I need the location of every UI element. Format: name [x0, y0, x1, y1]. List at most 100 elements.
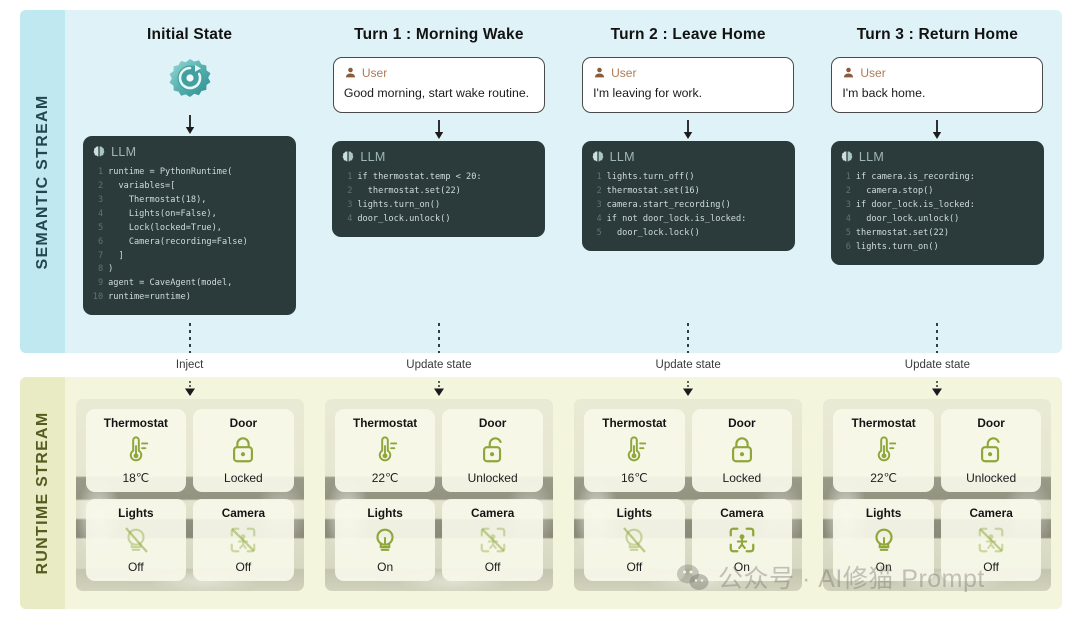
device-icon-wrap — [728, 430, 756, 471]
semantic-column-2: Turn 2 : Leave Home User I'm leaving for… — [564, 10, 813, 353]
runtime-column-3: Thermostat 22℃ Door Unlocked Lights — [813, 377, 1062, 609]
lock-closed-icon — [233, 437, 254, 463]
code-line: 5 Lock(locked=True), — [92, 222, 286, 236]
column-title: Turn 2 : Leave Home — [610, 26, 766, 43]
code-line-text: door_lock.unlock() — [357, 213, 451, 224]
device-name: Thermostat — [103, 416, 168, 430]
connector-label: Update state — [904, 359, 970, 371]
device-card-door[interactable]: Door Locked — [193, 409, 294, 492]
llm-label: LLM — [858, 150, 885, 164]
thermostat-icon — [628, 436, 647, 462]
user-header: User — [593, 65, 783, 80]
flow-arrow — [185, 114, 195, 136]
user-label: User — [860, 65, 886, 80]
device-icon-wrap — [478, 520, 508, 561]
device-card-lights[interactable]: Lights On — [833, 498, 934, 581]
code-line: 3 camera.start_recording() — [591, 199, 785, 213]
device-icon-wrap — [229, 430, 257, 471]
device-card-thermostat[interactable]: Thermostat 16℃ — [584, 409, 685, 492]
device-icon-wrap — [870, 520, 898, 561]
semantic-stream-label: SEMANTIC STREAM — [33, 93, 51, 270]
code-line-number: 1 — [97, 167, 104, 177]
state-update-arrow — [682, 379, 694, 397]
device-grid: Thermostat 22℃ Door Unlocked Lights — [833, 409, 1042, 581]
code-line: 2 camera.stop() — [840, 185, 1034, 199]
semantic-column-1: Turn 1 : Morning Wake User Good morning,… — [314, 10, 563, 353]
device-card-lights[interactable]: Lights Off — [584, 498, 685, 581]
code-line-number: 8 — [97, 264, 104, 275]
code-line: 5 door_lock.lock() — [591, 227, 785, 241]
device-value: Off — [484, 560, 501, 574]
connector-column-0: Inject — [65, 353, 314, 377]
device-card-thermostat[interactable]: Thermostat 18℃ — [85, 409, 187, 492]
llm-header: LLM — [591, 150, 785, 164]
device-value: On — [377, 560, 394, 574]
code-line-text: thermostat.set(16) — [606, 185, 700, 196]
device-value: Off — [235, 560, 252, 574]
device-name: Camera — [470, 505, 515, 520]
lock-open-icon — [482, 437, 502, 463]
camera-off-icon — [231, 527, 256, 553]
thermostat-icon — [378, 436, 398, 462]
device-icon-wrap — [228, 520, 258, 561]
device-icon-wrap — [122, 520, 150, 561]
code-line-text: camera.start_recording() — [606, 199, 731, 210]
code-line: 6 Camera(recording=False) — [92, 236, 286, 250]
code-line-text: door_lock.unlock() — [855, 213, 960, 224]
device-icon-wrap — [977, 430, 1005, 471]
device-card-thermostat[interactable]: Thermostat 22℃ — [334, 409, 436, 492]
code-line-number: 3 — [596, 199, 602, 210]
device-icon-wrap — [479, 430, 507, 471]
code-line-text: ) — [108, 264, 114, 275]
device-card-door[interactable]: Door Locked — [691, 409, 793, 492]
arrow-down-icon — [933, 120, 942, 139]
device-card-camera[interactable]: Camera Off — [940, 498, 1042, 581]
connector-column-3: Update state — [813, 353, 1062, 377]
thermostat-icon — [877, 436, 896, 462]
device-name: Lights — [616, 505, 653, 520]
device-value: Unlocked — [467, 470, 518, 485]
dotted-connector — [437, 323, 440, 353]
code-line-text: Camera(recording=False) — [108, 236, 248, 247]
bulb-off-icon — [623, 527, 646, 553]
code-line: 7 ] — [92, 250, 286, 264]
device-card-camera[interactable]: Camera On — [691, 498, 793, 581]
code-line-number: 6 — [97, 236, 104, 247]
column-title: Turn 1 : Morning Wake — [354, 26, 524, 43]
thermostat-icon — [129, 436, 149, 462]
camera-on-icon — [729, 527, 755, 553]
device-card-lights[interactable]: Lights On — [334, 498, 436, 581]
code-line: 4 door_lock.unlock() — [840, 213, 1034, 227]
tail-arrow-icon — [683, 381, 694, 396]
device-icon-wrap — [976, 520, 1006, 561]
device-card-camera[interactable]: Camera Off — [442, 498, 543, 581]
llm-label: LLM — [111, 145, 137, 159]
device-card-door[interactable]: Door Unlocked — [442, 409, 543, 492]
initial-state-icon-wrap — [165, 56, 215, 108]
user-message-text: Good morning, start wake routine. — [343, 86, 530, 100]
code-line-number: 6 — [845, 241, 851, 252]
code-line-number: 2 — [97, 180, 104, 191]
runtime-stream-rail: RUNTIME STREAM — [20, 377, 65, 609]
device-card-thermostat[interactable]: Thermostat 22℃ — [833, 409, 934, 492]
device-card-lights[interactable]: Lights Off — [85, 498, 187, 581]
bulb-off-icon — [125, 527, 148, 553]
semantic-column-3: Turn 3 : Return Home User I'm back home.… — [813, 10, 1062, 353]
device-card-door[interactable]: Door Unlocked — [940, 409, 1042, 492]
camera-off-icon — [978, 527, 1004, 553]
device-icon-wrap — [619, 430, 649, 471]
code-line-text: lights.turn_off() — [606, 172, 695, 182]
dotted-connector — [188, 323, 191, 353]
dotted-connector — [936, 323, 939, 353]
device-grid: Thermostat 22℃ Door Unlocked Lights — [334, 409, 543, 581]
device-card-camera[interactable]: Camera Off — [193, 498, 294, 581]
user-message-text: I'm back home. — [842, 86, 926, 100]
code-line-number: 7 — [97, 250, 104, 261]
